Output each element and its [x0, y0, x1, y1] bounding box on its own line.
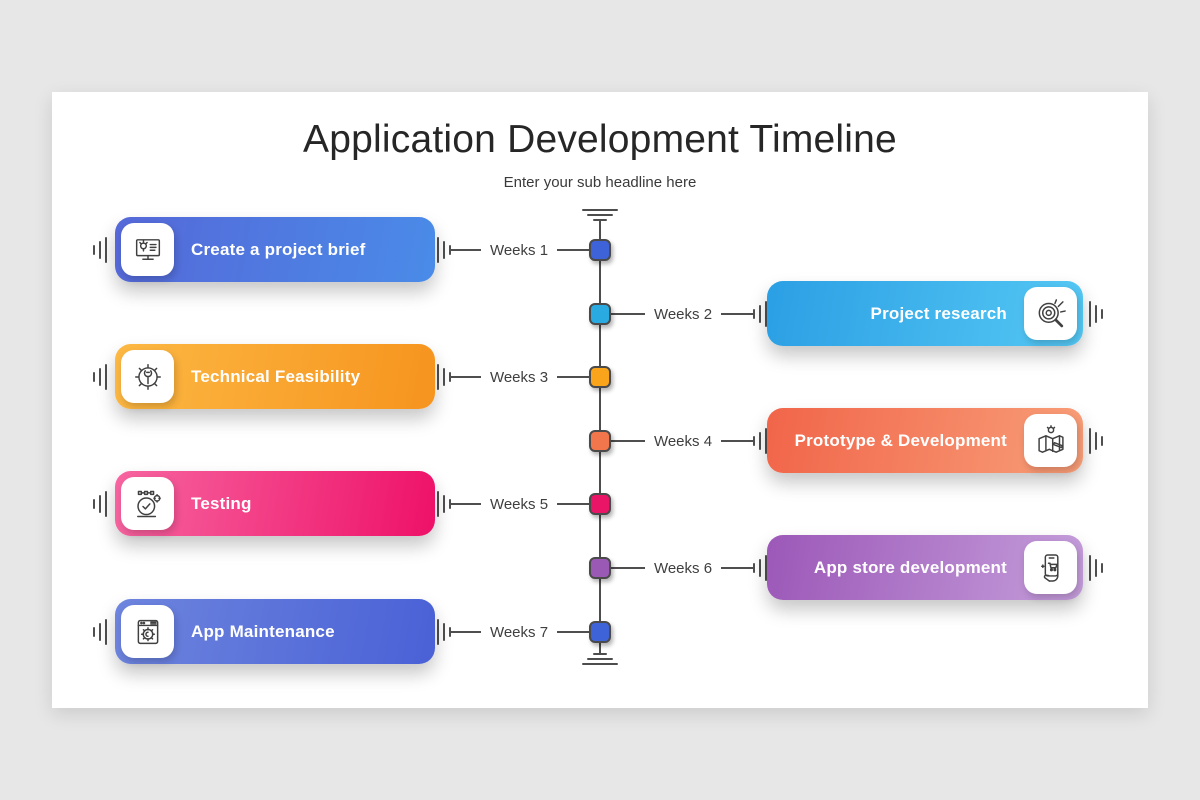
prototype-icon [1024, 414, 1077, 467]
decor-bars-right [1089, 428, 1103, 454]
page-subtitle: Enter your sub headline here [503, 174, 697, 191]
step-card-project-research: Project research [767, 281, 1083, 346]
timeline-node-week6 [589, 557, 611, 579]
week-label: Weeks 3 [489, 368, 549, 386]
maintenance-icon [121, 605, 174, 658]
step-title: Testing [191, 494, 252, 513]
decor-bars-left [93, 237, 107, 263]
decor-bars-left [93, 364, 107, 390]
connector-line [557, 631, 589, 633]
week-label: Weeks 7 [489, 623, 549, 641]
decor-bars-right [1089, 301, 1103, 327]
week-label: Weeks 5 [489, 495, 549, 513]
step-title: App Maintenance [191, 622, 335, 641]
timeline-step-week6: Weeks 6 App store development [52, 92, 1148, 708]
step-card-create-project-brief: Create a project brief [115, 217, 435, 282]
timeline-node-week1 [589, 239, 611, 261]
timeline-node-week7 [589, 621, 611, 643]
connector-week6: Weeks 6 [611, 553, 767, 583]
connector-line [721, 563, 755, 573]
connector-line [449, 499, 481, 509]
week-label: Weeks 4 [653, 432, 713, 450]
connector-week5: Weeks 5 [437, 489, 589, 519]
connector-line [557, 249, 589, 251]
connector-line [611, 567, 645, 569]
timeline-node-week5 [589, 493, 611, 515]
connector-line [449, 245, 481, 255]
feasibility-icon [121, 350, 174, 403]
decor-bars-left [93, 619, 107, 645]
timeline-step-week1: Create a project brief Weeks 1 [52, 92, 1148, 708]
connector-line [611, 313, 645, 315]
timeline-step-week5: Testing Weeks 5 [52, 92, 1148, 708]
connector-week3: Weeks 3 [437, 362, 589, 392]
timeline-node-week3 [589, 366, 611, 388]
brief-icon [121, 223, 174, 276]
page-title: Application Development Timeline [303, 118, 897, 161]
timeline-top-terminator [582, 209, 618, 221]
timeline-step-week7: App Maintenance Weeks 7 [52, 92, 1148, 708]
week-label: Weeks 1 [489, 241, 549, 259]
step-title: Technical Feasibility [191, 367, 361, 386]
timeline-step-week4: Weeks 4 Prototype & Development [52, 92, 1148, 708]
week-label: Weeks 6 [653, 559, 713, 577]
step-title: Project research [870, 304, 1007, 323]
timeline-step-week2: Weeks 2 Project research [52, 92, 1148, 708]
decor-bars-right [1089, 555, 1103, 581]
research-icon [1024, 287, 1077, 340]
step-title: App store development [813, 558, 1007, 577]
step-card-app-store-development: App store development [767, 535, 1083, 600]
step-card-testing: Testing [115, 471, 435, 536]
connector-week4: Weeks 4 [611, 426, 767, 456]
connector-line [449, 372, 481, 382]
appstore-icon [1024, 541, 1077, 594]
step-card-prototype-development: Prototype & Development [767, 408, 1083, 473]
connector-line [557, 376, 589, 378]
connector-line [721, 309, 755, 319]
connector-week1: Weeks 1 [437, 235, 589, 265]
week-label: Weeks 2 [653, 305, 713, 323]
slide-canvas: Application Development Timeline Enter y… [52, 92, 1148, 708]
timeline-node-week2 [589, 303, 611, 325]
connector-line [721, 436, 755, 446]
timeline-node-week4 [589, 430, 611, 452]
timeline-step-week3: Technical Feasibility Weeks 3 [52, 92, 1148, 708]
step-title: Prototype & Development [794, 431, 1007, 450]
connector-line [611, 440, 645, 442]
connector-week2: Weeks 2 [611, 299, 767, 329]
connector-line [449, 627, 481, 637]
testing-icon [121, 477, 174, 530]
step-card-technical-feasibility: Technical Feasibility [115, 344, 435, 409]
connector-line [557, 503, 589, 505]
step-card-app-maintenance: App Maintenance [115, 599, 435, 664]
step-title: Create a project brief [191, 240, 366, 259]
decor-bars-left [93, 491, 107, 517]
connector-week7: Weeks 7 [437, 617, 589, 647]
